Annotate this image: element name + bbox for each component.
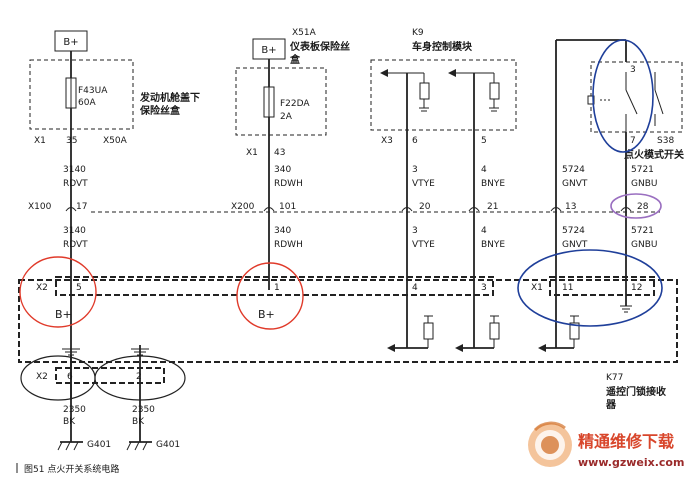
fuse-1-rating: 60A — [78, 98, 96, 108]
g2-circuit: 2350 — [132, 405, 155, 415]
w4-bot-circuit: 4 — [481, 226, 487, 236]
fuse-box-2-outline — [235, 67, 327, 136]
w5-bot-circuit: 5724 — [562, 226, 585, 236]
receiver-pin-11: 11 — [562, 283, 573, 293]
bcm-name: 车身控制模块 — [412, 40, 473, 53]
receiver-b-plus-2: B+ — [258, 308, 275, 321]
w4-top-circuit: 4 — [481, 165, 487, 175]
inline-2-pin-20: 20 — [419, 202, 431, 212]
ground-pin-2: 2 — [136, 372, 142, 382]
fuse-2-connector: X51A — [292, 28, 317, 38]
ground-symbol-1 — [57, 441, 83, 451]
ground-pin-6: 6 — [67, 372, 73, 382]
fuse-1-connector: X50A — [103, 136, 128, 146]
switch-pin-3: 3 — [630, 65, 636, 75]
w1-bot-circuit: 3140 — [63, 226, 86, 236]
w2-top-color: RDWH — [274, 179, 303, 189]
inline-2-id: X200 — [231, 202, 255, 212]
w1-top-color: RDVT — [63, 179, 88, 189]
ground-1-id: G401 — [87, 440, 111, 450]
w1-top-circuit: 3140 — [63, 165, 86, 175]
fuse-1-id: F43UA — [78, 86, 108, 96]
annotation-purple-ellipse-28 — [610, 193, 662, 219]
inline-1-pin: 17 — [76, 202, 87, 212]
w3-bot-color: VTYE — [412, 240, 435, 250]
w5-top-circuit: 5724 — [562, 165, 585, 175]
receiver-name: 遥控门锁接收器 — [605, 385, 666, 411]
annotation-black-ellipse-2 — [94, 355, 186, 401]
receiver-b-plus-1: B+ — [55, 308, 72, 321]
w5-top-color: GNVT — [562, 179, 588, 189]
receiver-pin-4: 4 — [412, 283, 418, 293]
w3-top-circuit: 3 — [412, 165, 418, 175]
ground-conn-x2: X2 — [36, 372, 48, 382]
figure-caption: 图51 点火开关系统电路 — [24, 463, 119, 475]
annotation-red-circle-1 — [19, 256, 97, 328]
w5-bot-color: GNVT — [562, 240, 588, 250]
switch-pin-7: 7 — [630, 136, 636, 146]
fuse-2-rating: 2A — [280, 112, 293, 122]
w6-top-circuit: 5721 — [631, 165, 654, 175]
bcm-pin-6: 6 — [412, 136, 418, 146]
annotation-blue-ellipse-receiver — [517, 249, 663, 327]
bcm-id: K9 — [412, 28, 424, 38]
fuse-1-conn: X1 — [34, 136, 46, 146]
bcm-outline — [370, 59, 517, 131]
inline-1-id: X100 — [28, 202, 52, 212]
annotation-blue-ellipse-switch — [592, 39, 654, 153]
w2-bot-circuit: 340 — [274, 226, 291, 236]
receiver-pin-12: 12 — [631, 283, 642, 293]
switch-id: S38 — [657, 136, 674, 146]
w4-bot-color: BNYE — [481, 240, 505, 250]
annotation-red-circle-2 — [236, 262, 304, 330]
fuse-box-1-name: 发动机舱盖下保险丝盒 — [139, 91, 200, 117]
watermark-brand: 精通维修下载 — [578, 432, 674, 451]
w2-bot-color: RDWH — [274, 240, 303, 250]
w6-top-color: GNBU — [631, 179, 657, 189]
inline-2-pin-101: 101 — [279, 202, 296, 212]
fuse-box-1-outline — [29, 59, 134, 130]
fuse-2-pin: 43 — [274, 148, 285, 158]
g1-color: BK — [63, 417, 76, 427]
watermark-url: www.gzweix.com — [578, 456, 684, 469]
w2-top-circuit: 340 — [274, 165, 291, 175]
inline-2-pin-28: 28 — [637, 202, 649, 212]
w6-bot-circuit: 5721 — [631, 226, 654, 236]
receiver-outline — [18, 279, 678, 363]
fuse-2-id: F22DA — [280, 99, 310, 109]
receiver-conn-x1: X1 — [531, 283, 543, 293]
inline-2-pin-13: 13 — [565, 202, 576, 212]
w4-top-color: BNYE — [481, 179, 505, 189]
receiver-conn-x1-bar — [549, 276, 655, 296]
fuse-1-pin: 35 — [66, 136, 77, 146]
receiver-conn-x2-bar — [55, 276, 494, 296]
w6-bot-color: GNBU — [631, 240, 657, 250]
b-plus-label-1: B+ — [63, 37, 78, 48]
ground-2-id: G401 — [156, 440, 180, 450]
switch-name: 点火模式开关 — [624, 148, 684, 161]
watermark-logo-icon — [528, 421, 572, 467]
ground-symbol-2 — [126, 441, 152, 451]
g1-circuit: 2350 — [63, 405, 86, 415]
w3-bot-circuit: 3 — [412, 226, 418, 236]
bcm-conn: X3 — [381, 136, 393, 146]
w3-top-color: VTYE — [412, 179, 435, 189]
receiver-pin-5: 5 — [76, 283, 82, 293]
ground-connector-bar — [55, 367, 165, 384]
fuse-box-2-name: 仪表板保险丝盒 — [289, 40, 350, 66]
switch-outline — [590, 61, 683, 133]
receiver-pin-3: 3 — [481, 283, 487, 293]
bcm-pin-5: 5 — [481, 136, 487, 146]
b-plus-label-2: B+ — [261, 45, 276, 56]
receiver-pin-1: 1 — [274, 283, 280, 293]
fuse-2-conn: X1 — [246, 148, 258, 158]
receiver-id: K77 — [606, 373, 623, 383]
receiver-conn-x2: X2 — [36, 283, 48, 293]
inline-2-pin-21: 21 — [487, 202, 498, 212]
g2-color: BK — [132, 417, 145, 427]
w1-bot-color: RDVT — [63, 240, 88, 250]
